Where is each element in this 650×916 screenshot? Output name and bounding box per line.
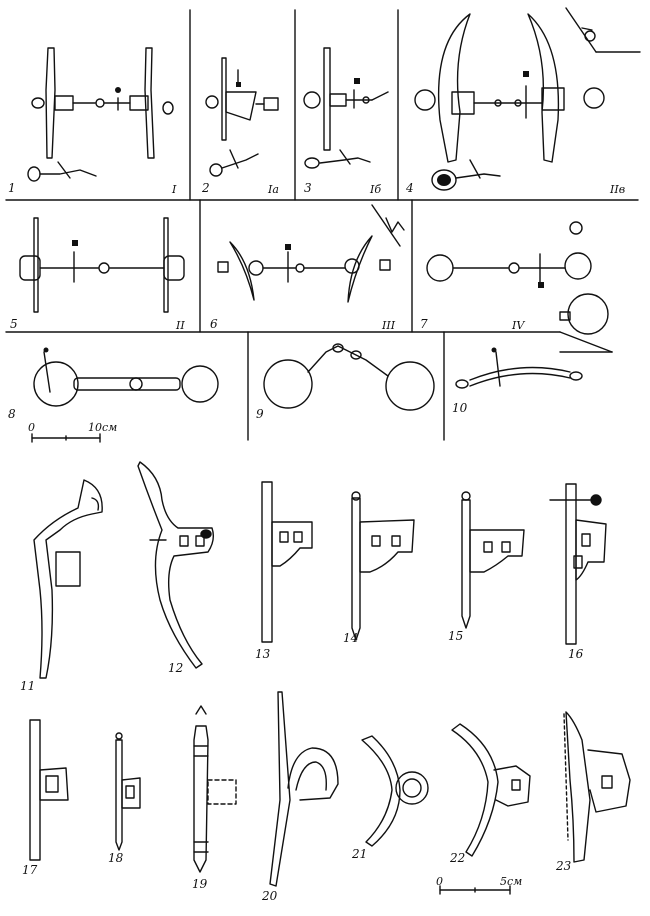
cheekpiece-figure-18 <box>116 733 140 850</box>
type-label-Ib: Iб <box>370 183 382 196</box>
bit-figure-7 <box>427 222 608 334</box>
figure-label-13: 13 <box>255 647 271 661</box>
lower-scale-zero: 0 <box>436 875 443 888</box>
bit-figure-9 <box>264 344 434 410</box>
type-label-I: I <box>172 183 177 196</box>
type-label-Ia: Ia <box>268 183 279 196</box>
figure-label-17: 17 <box>22 863 38 877</box>
figure-label-7: 7 <box>420 317 428 331</box>
figure-label-6: 6 <box>210 317 218 331</box>
upper-scale-length: 10см <box>88 421 118 434</box>
type-label-III: III <box>382 319 396 332</box>
bit-figure-10 <box>456 352 582 388</box>
figure-label-16: 16 <box>568 647 584 661</box>
cheekpiece-figure-13 <box>262 482 312 642</box>
type-label-II: II <box>176 319 185 332</box>
figure-label-4: 4 <box>406 181 414 195</box>
bit-figure-2 <box>206 58 278 176</box>
figure-label-14: 14 <box>343 631 359 645</box>
bit-figure-8 <box>34 352 218 406</box>
bit-figure-4 <box>415 14 604 190</box>
figure-label-20: 20 <box>262 889 278 903</box>
bit-figure-1 <box>28 48 173 181</box>
figure-label-12: 12 <box>168 661 184 675</box>
bit-figure-5 <box>20 218 184 312</box>
lower-scale-length: 5см <box>500 875 523 888</box>
figure-label-10: 10 <box>452 401 468 415</box>
figure-label-3: 3 <box>304 181 312 195</box>
figure-label-18: 18 <box>108 851 124 865</box>
figure-label-11: 11 <box>20 679 36 693</box>
bit-figure-6 <box>218 218 404 302</box>
lower-scale-bar <box>440 886 510 894</box>
upper-scale-bar <box>32 434 100 442</box>
section-markers <box>43 71 601 538</box>
cheekpiece-figure-23 <box>564 712 630 862</box>
cheekpiece-figure-11 <box>34 480 102 678</box>
figure-label-1: 1 <box>8 181 16 195</box>
type-label-IIv: IIв <box>610 183 626 196</box>
figure-label-21: 21 <box>352 847 368 861</box>
upper-scale-zero: 0 <box>28 421 35 434</box>
cheekpiece-figure-16 <box>550 484 606 644</box>
cheekpiece-figure-19 <box>194 706 236 872</box>
bit-figure-3 <box>304 48 388 168</box>
figure-label-5: 5 <box>10 317 18 331</box>
cheekpiece-figure-15 <box>462 492 524 628</box>
cheekpiece-figure-17 <box>30 720 68 860</box>
figure-label-15: 15 <box>448 629 464 643</box>
type-label-IV: IV <box>512 319 525 332</box>
figure-label-22: 22 <box>450 851 466 865</box>
figure-label-8: 8 <box>8 407 16 421</box>
grid-lines <box>6 8 640 440</box>
cheekpiece-figure-12 <box>138 462 213 668</box>
figure-label-23: 23 <box>556 859 572 873</box>
cheekpiece-figure-22 <box>452 724 530 856</box>
cheekpiece-figure-21 <box>362 736 428 846</box>
figure-label-2: 2 <box>202 181 210 195</box>
cheekpiece-figure-14 <box>352 492 414 640</box>
figure-label-19: 19 <box>192 877 208 891</box>
figure-label-9: 9 <box>256 407 264 421</box>
cheekpiece-figure-20 <box>270 692 338 886</box>
